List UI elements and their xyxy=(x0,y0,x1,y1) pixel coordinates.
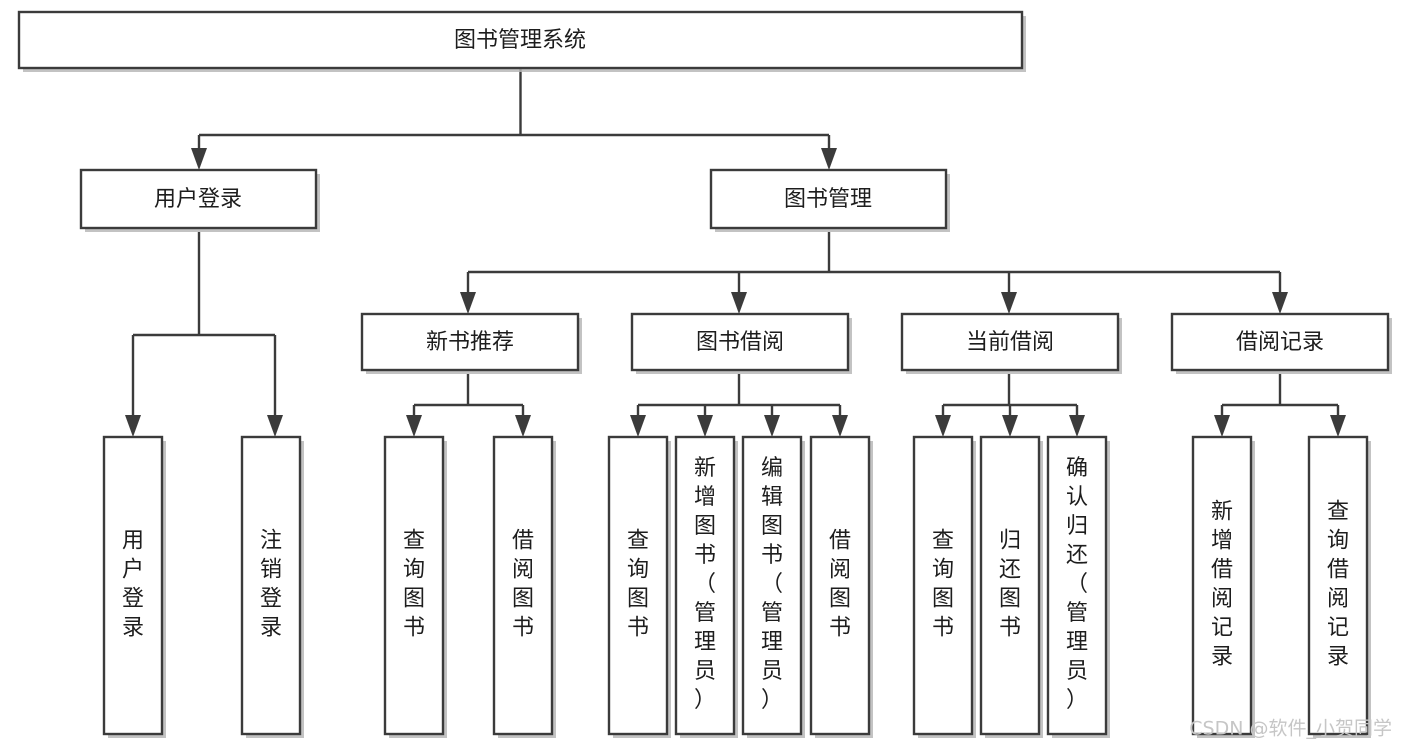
new-book-rec-label: 新书推荐 xyxy=(426,330,514,355)
node-leaf-query-record[interactable]: 查询借阅记录 xyxy=(1307,435,1371,738)
node-leaf-borrow-book-2[interactable]: 借阅图书 xyxy=(809,435,873,738)
book-manage-rect[interactable] xyxy=(709,168,948,230)
node-book-manage[interactable]: 图书管理 xyxy=(709,168,950,232)
node-leaf-borrow-book-1[interactable]: 借阅图书 xyxy=(492,435,556,738)
arrow-to-borrow-record xyxy=(1272,292,1288,314)
node-user-login[interactable]: 用户登录 xyxy=(79,168,320,232)
leaf-return-book-rect[interactable] xyxy=(979,435,1041,736)
node-leaf-logout[interactable]: 注销登录 xyxy=(240,435,304,738)
leaf-borrow-book-2-rect[interactable] xyxy=(809,435,871,736)
arrow-to-leaf-return-book xyxy=(1002,415,1018,437)
node-new-book-rec[interactable]: 新书推荐 xyxy=(360,312,582,374)
arrow-to-new-book-rec xyxy=(460,292,476,314)
arrow-to-leaf-query-book-3 xyxy=(935,415,951,437)
current-borrow-label: 当前借阅 xyxy=(966,330,1054,355)
edge-group-current-borrow xyxy=(935,374,1085,437)
leaf-add-record-rect[interactable] xyxy=(1191,435,1253,736)
node-leaf-return-book[interactable]: 归还图书 xyxy=(979,435,1043,738)
book-borrow-label: 图书借阅 xyxy=(696,330,784,355)
arrow-to-leaf-query-record xyxy=(1330,415,1346,437)
node-leaf-add-record[interactable]: 新增借阅记录 xyxy=(1191,435,1255,738)
book-borrow-rect[interactable] xyxy=(630,312,850,372)
borrow-record-rect[interactable] xyxy=(1170,312,1390,372)
leaf-query-book-2-label: 查询图书 xyxy=(627,529,649,641)
node-leaf-confirm-return[interactable]: 确认归还（管理员） xyxy=(1046,435,1110,738)
leaf-logout-label: 注销登录 xyxy=(260,529,282,641)
arrow-to-leaf-query-book-1 xyxy=(406,415,422,437)
leaf-return-book-label: 归还图书 xyxy=(999,529,1021,641)
edge-group-new-book-rec xyxy=(406,374,531,437)
edge-group-book-borrow xyxy=(630,374,848,437)
node-leaf-query-book-3[interactable]: 查询图书 xyxy=(912,435,976,738)
leaf-query-record-rect[interactable] xyxy=(1307,435,1369,736)
leaf-edit-book-rect[interactable] xyxy=(741,435,803,736)
watermark: CSDN @软件_小贺同学 xyxy=(1189,718,1392,740)
node-current-borrow[interactable]: 当前借阅 xyxy=(900,312,1122,374)
leaf-borrow-book-2-label: 借阅图书 xyxy=(829,529,851,641)
arrow-to-book-borrow xyxy=(731,292,747,314)
arrow-root-to-book-manage xyxy=(821,148,837,170)
arrow-to-leaf-logout xyxy=(267,415,283,437)
arrow-to-leaf-add-book xyxy=(697,415,713,437)
edge-group-book-manage xyxy=(460,232,1288,314)
edge-group-borrow-record xyxy=(1214,374,1346,437)
borrow-record-label: 借阅记录 xyxy=(1236,330,1324,355)
leaf-query-book-3-label: 查询图书 xyxy=(932,529,954,641)
new-book-rec-rect[interactable] xyxy=(360,312,580,372)
edge-group-user-login xyxy=(125,232,283,437)
arrow-to-leaf-borrow-book-2 xyxy=(832,415,848,437)
leaf-logout-rect[interactable] xyxy=(240,435,302,736)
node-leaf-query-book-2[interactable]: 查询图书 xyxy=(607,435,671,738)
leaf-user-login-label: 用户登录 xyxy=(122,529,144,641)
node-borrow-record[interactable]: 借阅记录 xyxy=(1170,312,1392,374)
arrow-to-leaf-query-book-2 xyxy=(630,415,646,437)
leaf-query-book-3-rect[interactable] xyxy=(912,435,974,736)
root-rect[interactable] xyxy=(17,10,1024,70)
node-leaf-user-login[interactable]: 用户登录 xyxy=(102,435,166,738)
leaf-query-book-1-rect[interactable] xyxy=(383,435,445,736)
leaf-query-record-label: 查询借阅记录 xyxy=(1327,500,1349,670)
leaf-borrow-book-1-label: 借阅图书 xyxy=(512,529,534,641)
arrow-to-leaf-borrow-book-1 xyxy=(515,415,531,437)
user-login-rect[interactable] xyxy=(79,168,318,230)
leaf-add-book-label: 新增图书（管理员） xyxy=(694,456,716,713)
arrow-to-leaf-edit-book xyxy=(764,415,780,437)
node-leaf-query-book-1[interactable]: 查询图书 xyxy=(383,435,447,738)
node-leaf-add-book[interactable]: 新增图书（管理员） xyxy=(674,435,738,738)
arrow-to-leaf-add-record xyxy=(1214,415,1230,437)
leaf-query-book-2-rect[interactable] xyxy=(607,435,669,736)
user-login-label: 用户登录 xyxy=(154,187,242,212)
edge-group-root xyxy=(191,69,837,170)
book-manage-label: 图书管理 xyxy=(784,187,872,212)
arrow-to-current-borrow xyxy=(1001,292,1017,314)
leaf-add-record-label: 新增借阅记录 xyxy=(1211,500,1233,670)
leaf-edit-book-label: 编辑图书（管理员） xyxy=(761,456,783,713)
node-root[interactable]: 图书管理系统 xyxy=(17,10,1026,72)
arrow-root-to-user-login xyxy=(191,148,207,170)
leaf-add-book-rect[interactable] xyxy=(674,435,736,736)
leaf-user-login-rect[interactable] xyxy=(102,435,164,736)
current-borrow-rect[interactable] xyxy=(900,312,1120,372)
leaf-borrow-book-1-rect[interactable] xyxy=(492,435,554,736)
leaf-query-book-1-label: 查询图书 xyxy=(403,529,425,641)
arrow-to-leaf-user-login xyxy=(125,415,141,437)
leaf-confirm-return-label: 确认归还（管理员） xyxy=(1066,456,1088,713)
leaf-confirm-return-rect[interactable] xyxy=(1046,435,1108,736)
node-book-borrow[interactable]: 图书借阅 xyxy=(630,312,852,374)
node-leaf-edit-book[interactable]: 编辑图书（管理员） xyxy=(741,435,805,738)
root-label: 图书管理系统 xyxy=(454,28,586,53)
arrow-to-leaf-confirm-return xyxy=(1069,415,1085,437)
